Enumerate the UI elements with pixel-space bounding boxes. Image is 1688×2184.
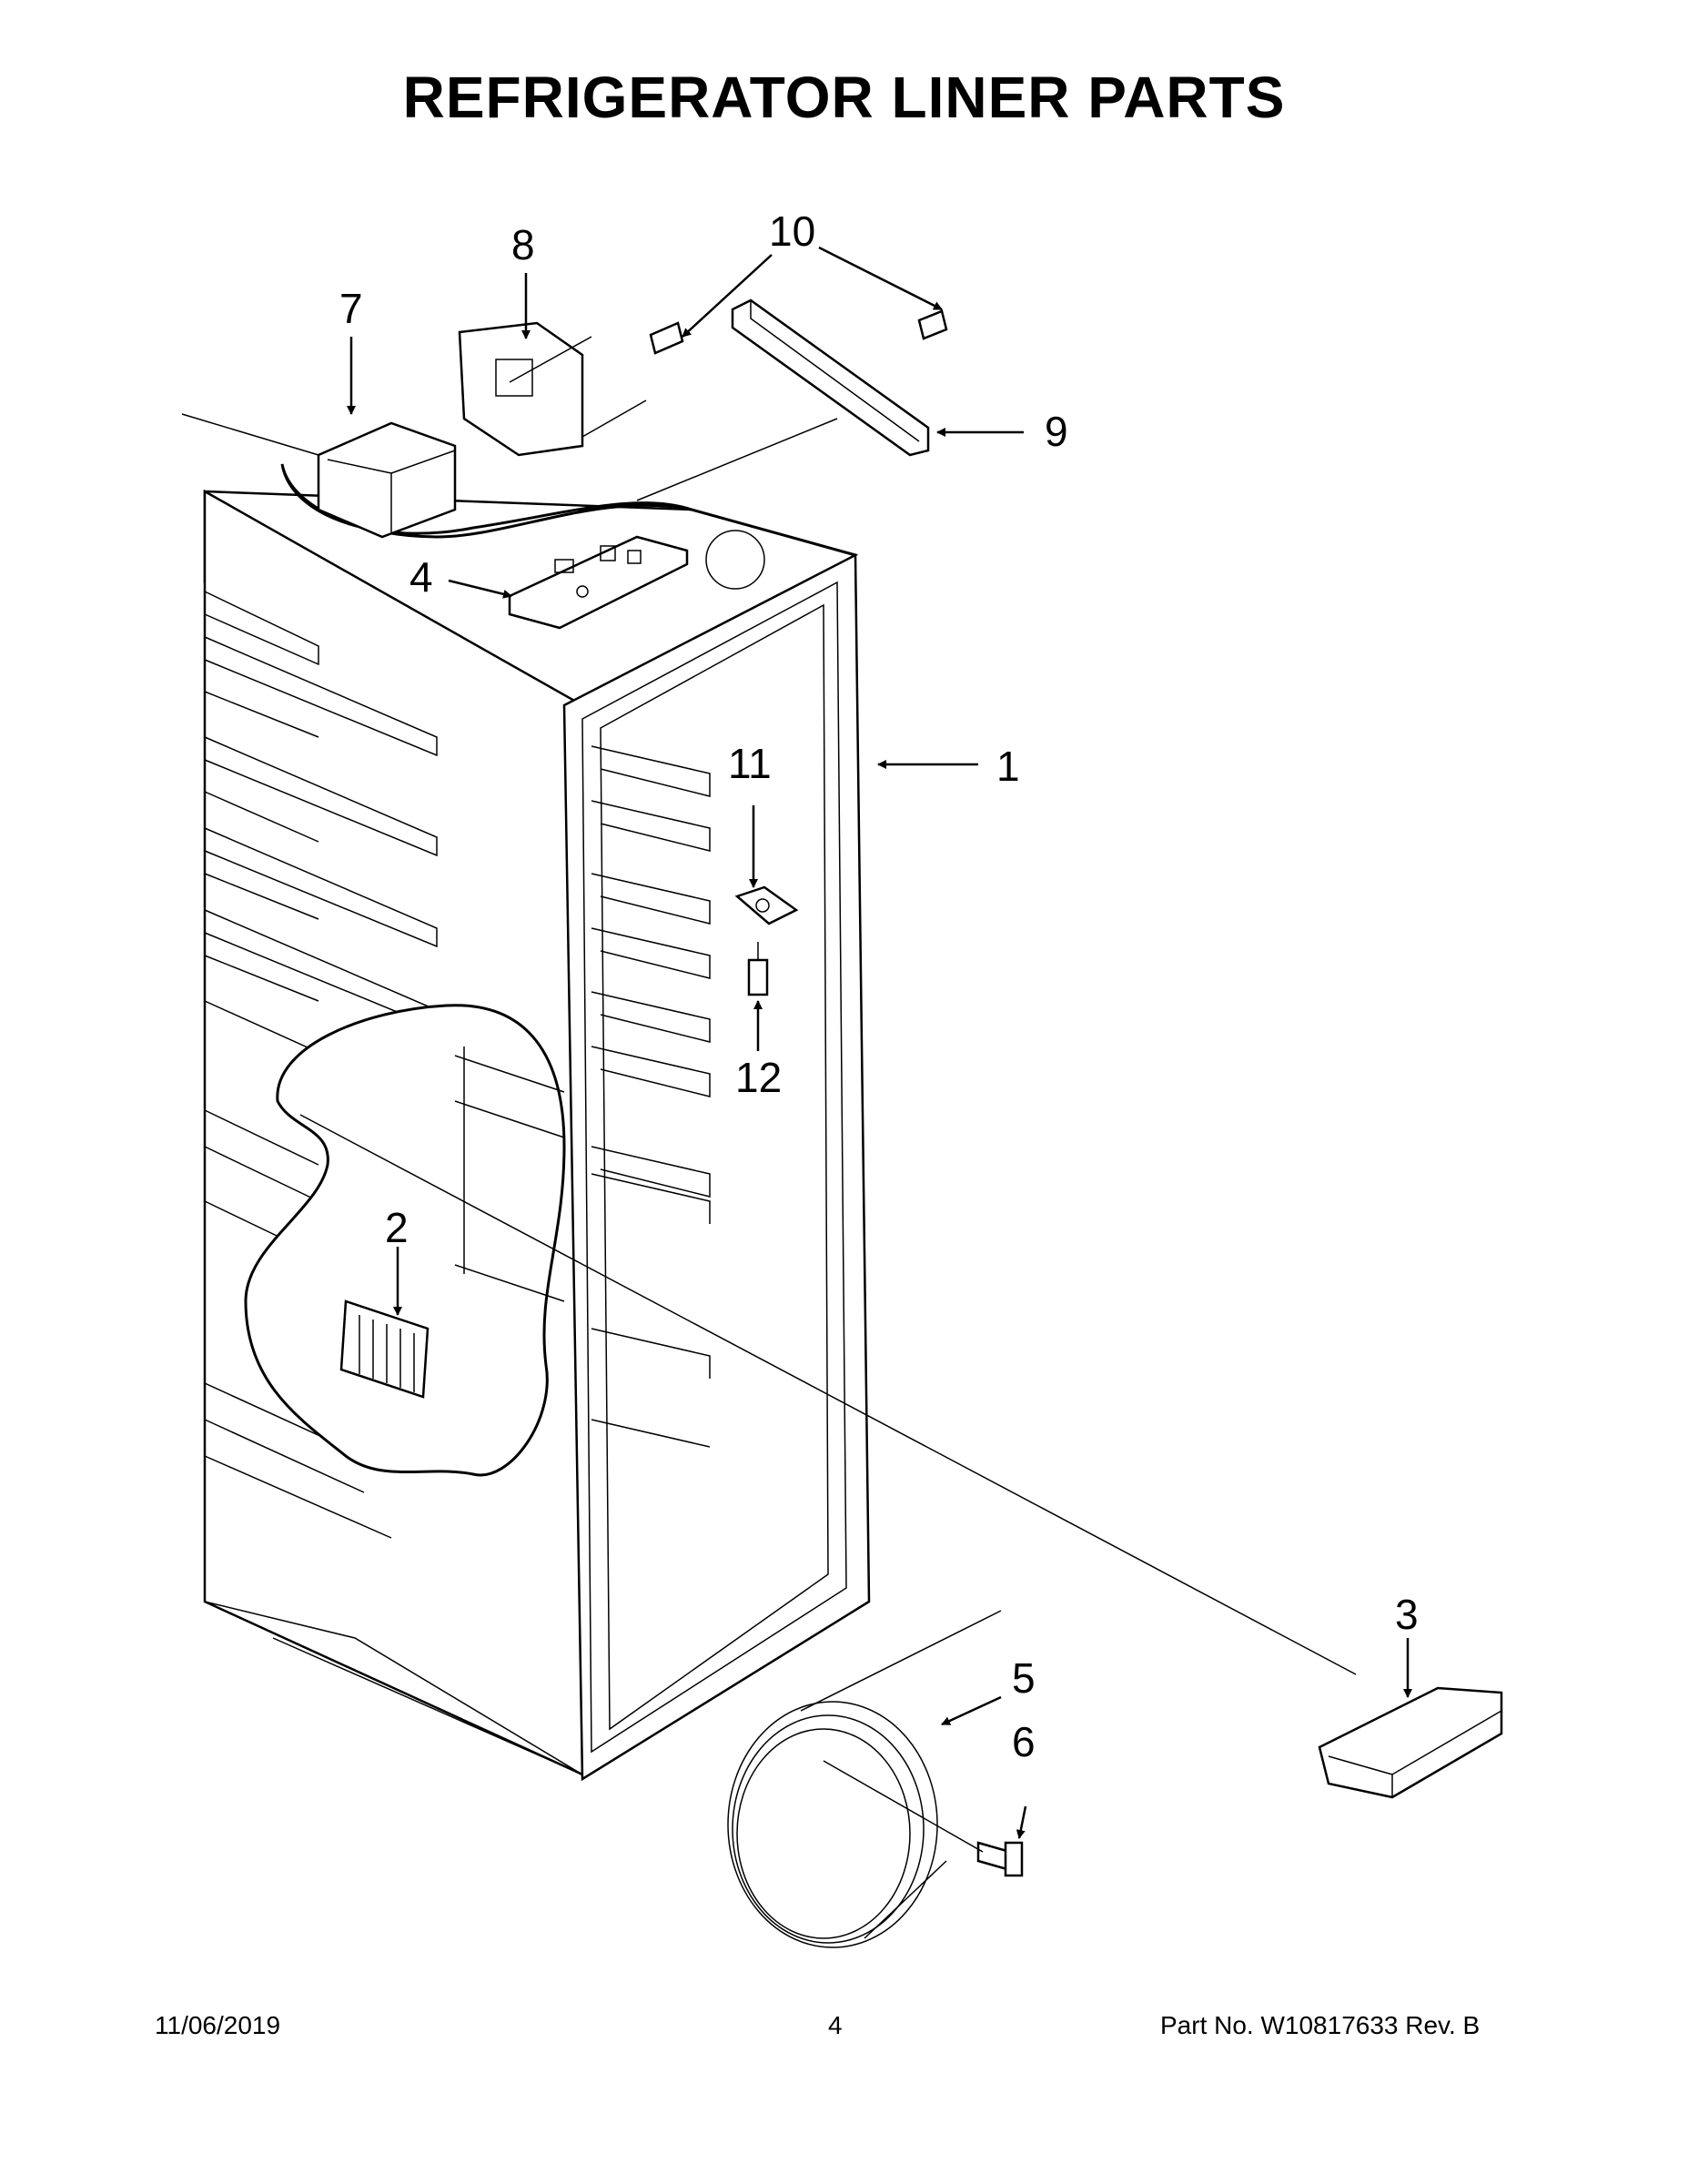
footer-date: 11/06/2019 bbox=[155, 2011, 281, 2039]
callout-12: 12 bbox=[735, 1054, 782, 1101]
control-board-part bbox=[508, 535, 689, 630]
screw-part-6 bbox=[976, 1841, 1024, 1877]
refrigerator-liner bbox=[203, 463, 871, 1782]
page-title: REFRIGERATOR LINER PARTS bbox=[402, 65, 1286, 130]
callout-3: 3 bbox=[1395, 1591, 1419, 1638]
callout-10: 10 bbox=[769, 207, 815, 255]
callout-2: 2 bbox=[385, 1204, 409, 1251]
callout-6: 6 bbox=[1012, 1718, 1036, 1765]
screw-part-12 bbox=[747, 942, 769, 996]
footer-part-number: Part No. W10817633 Rev. B bbox=[1160, 2011, 1481, 2039]
pan-cover-part bbox=[1318, 1686, 1503, 1799]
callout-11: 11 bbox=[728, 740, 772, 787]
clip-part-11 bbox=[734, 885, 799, 925]
callout-5: 5 bbox=[1012, 1654, 1036, 1702]
callout-7: 7 bbox=[339, 285, 363, 332]
air-vent-part bbox=[339, 1299, 430, 1399]
callout-8: 8 bbox=[511, 221, 535, 268]
damper-housing-part bbox=[317, 421, 457, 539]
callout-labels: 1 2 3 4 5 6 7 8 9 10 11 12 bbox=[339, 207, 1419, 1765]
bracket-part bbox=[458, 321, 584, 457]
callout-9: 9 bbox=[1045, 408, 1068, 455]
screw-part-10 bbox=[649, 309, 948, 355]
rail-part bbox=[731, 298, 930, 457]
callout-4: 4 bbox=[409, 553, 433, 601]
leader-lines bbox=[181, 336, 1357, 1853]
callout-1: 1 bbox=[996, 743, 1020, 790]
water-tube-part bbox=[727, 1610, 1002, 1948]
footer-page-number: 4 bbox=[828, 2011, 843, 2039]
callout-arrows bbox=[347, 246, 1412, 1839]
